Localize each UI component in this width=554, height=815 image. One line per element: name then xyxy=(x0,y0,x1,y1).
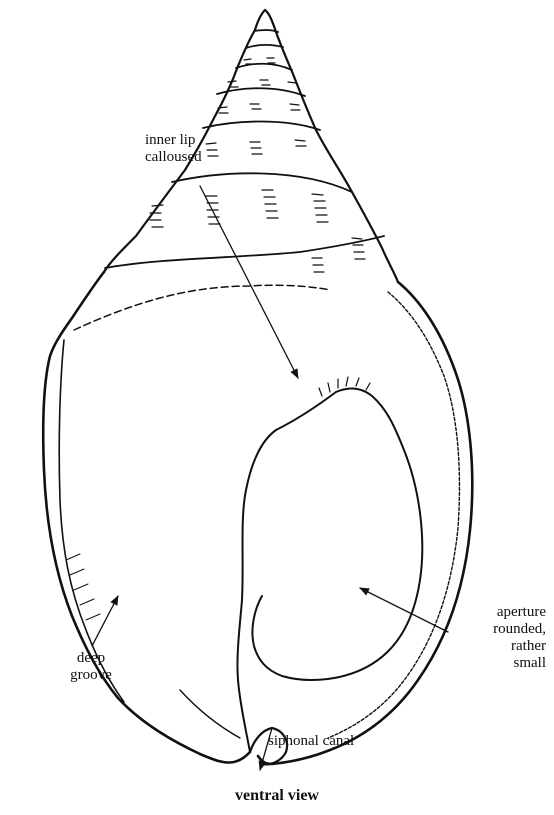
suture-3 xyxy=(236,64,292,70)
left-margin xyxy=(59,340,124,702)
aperture-crenulation xyxy=(319,377,370,396)
label-aperture: aperture rounded, rather small xyxy=(493,604,546,672)
parietal-callus xyxy=(180,690,240,738)
outer-lip xyxy=(258,282,472,764)
label-inner-lip-line-1: inner lip xyxy=(145,132,202,149)
label-aperture-line-3: rather xyxy=(493,638,546,655)
suture-2 xyxy=(246,45,283,48)
spire-outline-right xyxy=(265,10,398,282)
label-deep-groove-line-2: groove xyxy=(56,667,126,684)
suture-7 xyxy=(105,236,384,268)
arrow-aperture xyxy=(360,588,448,632)
label-aperture-line-2: rounded, xyxy=(493,621,546,638)
label-inner-lip-line-2: calloused xyxy=(145,149,202,166)
body-whorl-outline xyxy=(43,272,250,763)
caption: ventral view xyxy=(0,787,554,805)
suture-1 xyxy=(254,30,278,32)
label-inner-lip: inner lip calloused xyxy=(145,132,202,166)
arrow-deep-groove xyxy=(92,596,118,646)
label-deep-groove-line-1: deep xyxy=(56,650,126,667)
label-aperture-line-4: small xyxy=(493,655,546,672)
label-deep-groove: deep groove xyxy=(56,650,126,684)
suture-5 xyxy=(203,122,320,131)
suture-6 xyxy=(172,173,352,192)
callus-boundary xyxy=(74,285,330,330)
arrow-inner-lip xyxy=(200,186,298,378)
label-siphonal-canal: siphonal canal xyxy=(268,733,354,750)
outer-lip-inner xyxy=(328,292,459,738)
aperture-outline xyxy=(252,389,422,680)
columella-edge xyxy=(237,430,276,752)
label-aperture-line-1: aperture xyxy=(493,604,546,621)
suture-4 xyxy=(217,88,305,96)
